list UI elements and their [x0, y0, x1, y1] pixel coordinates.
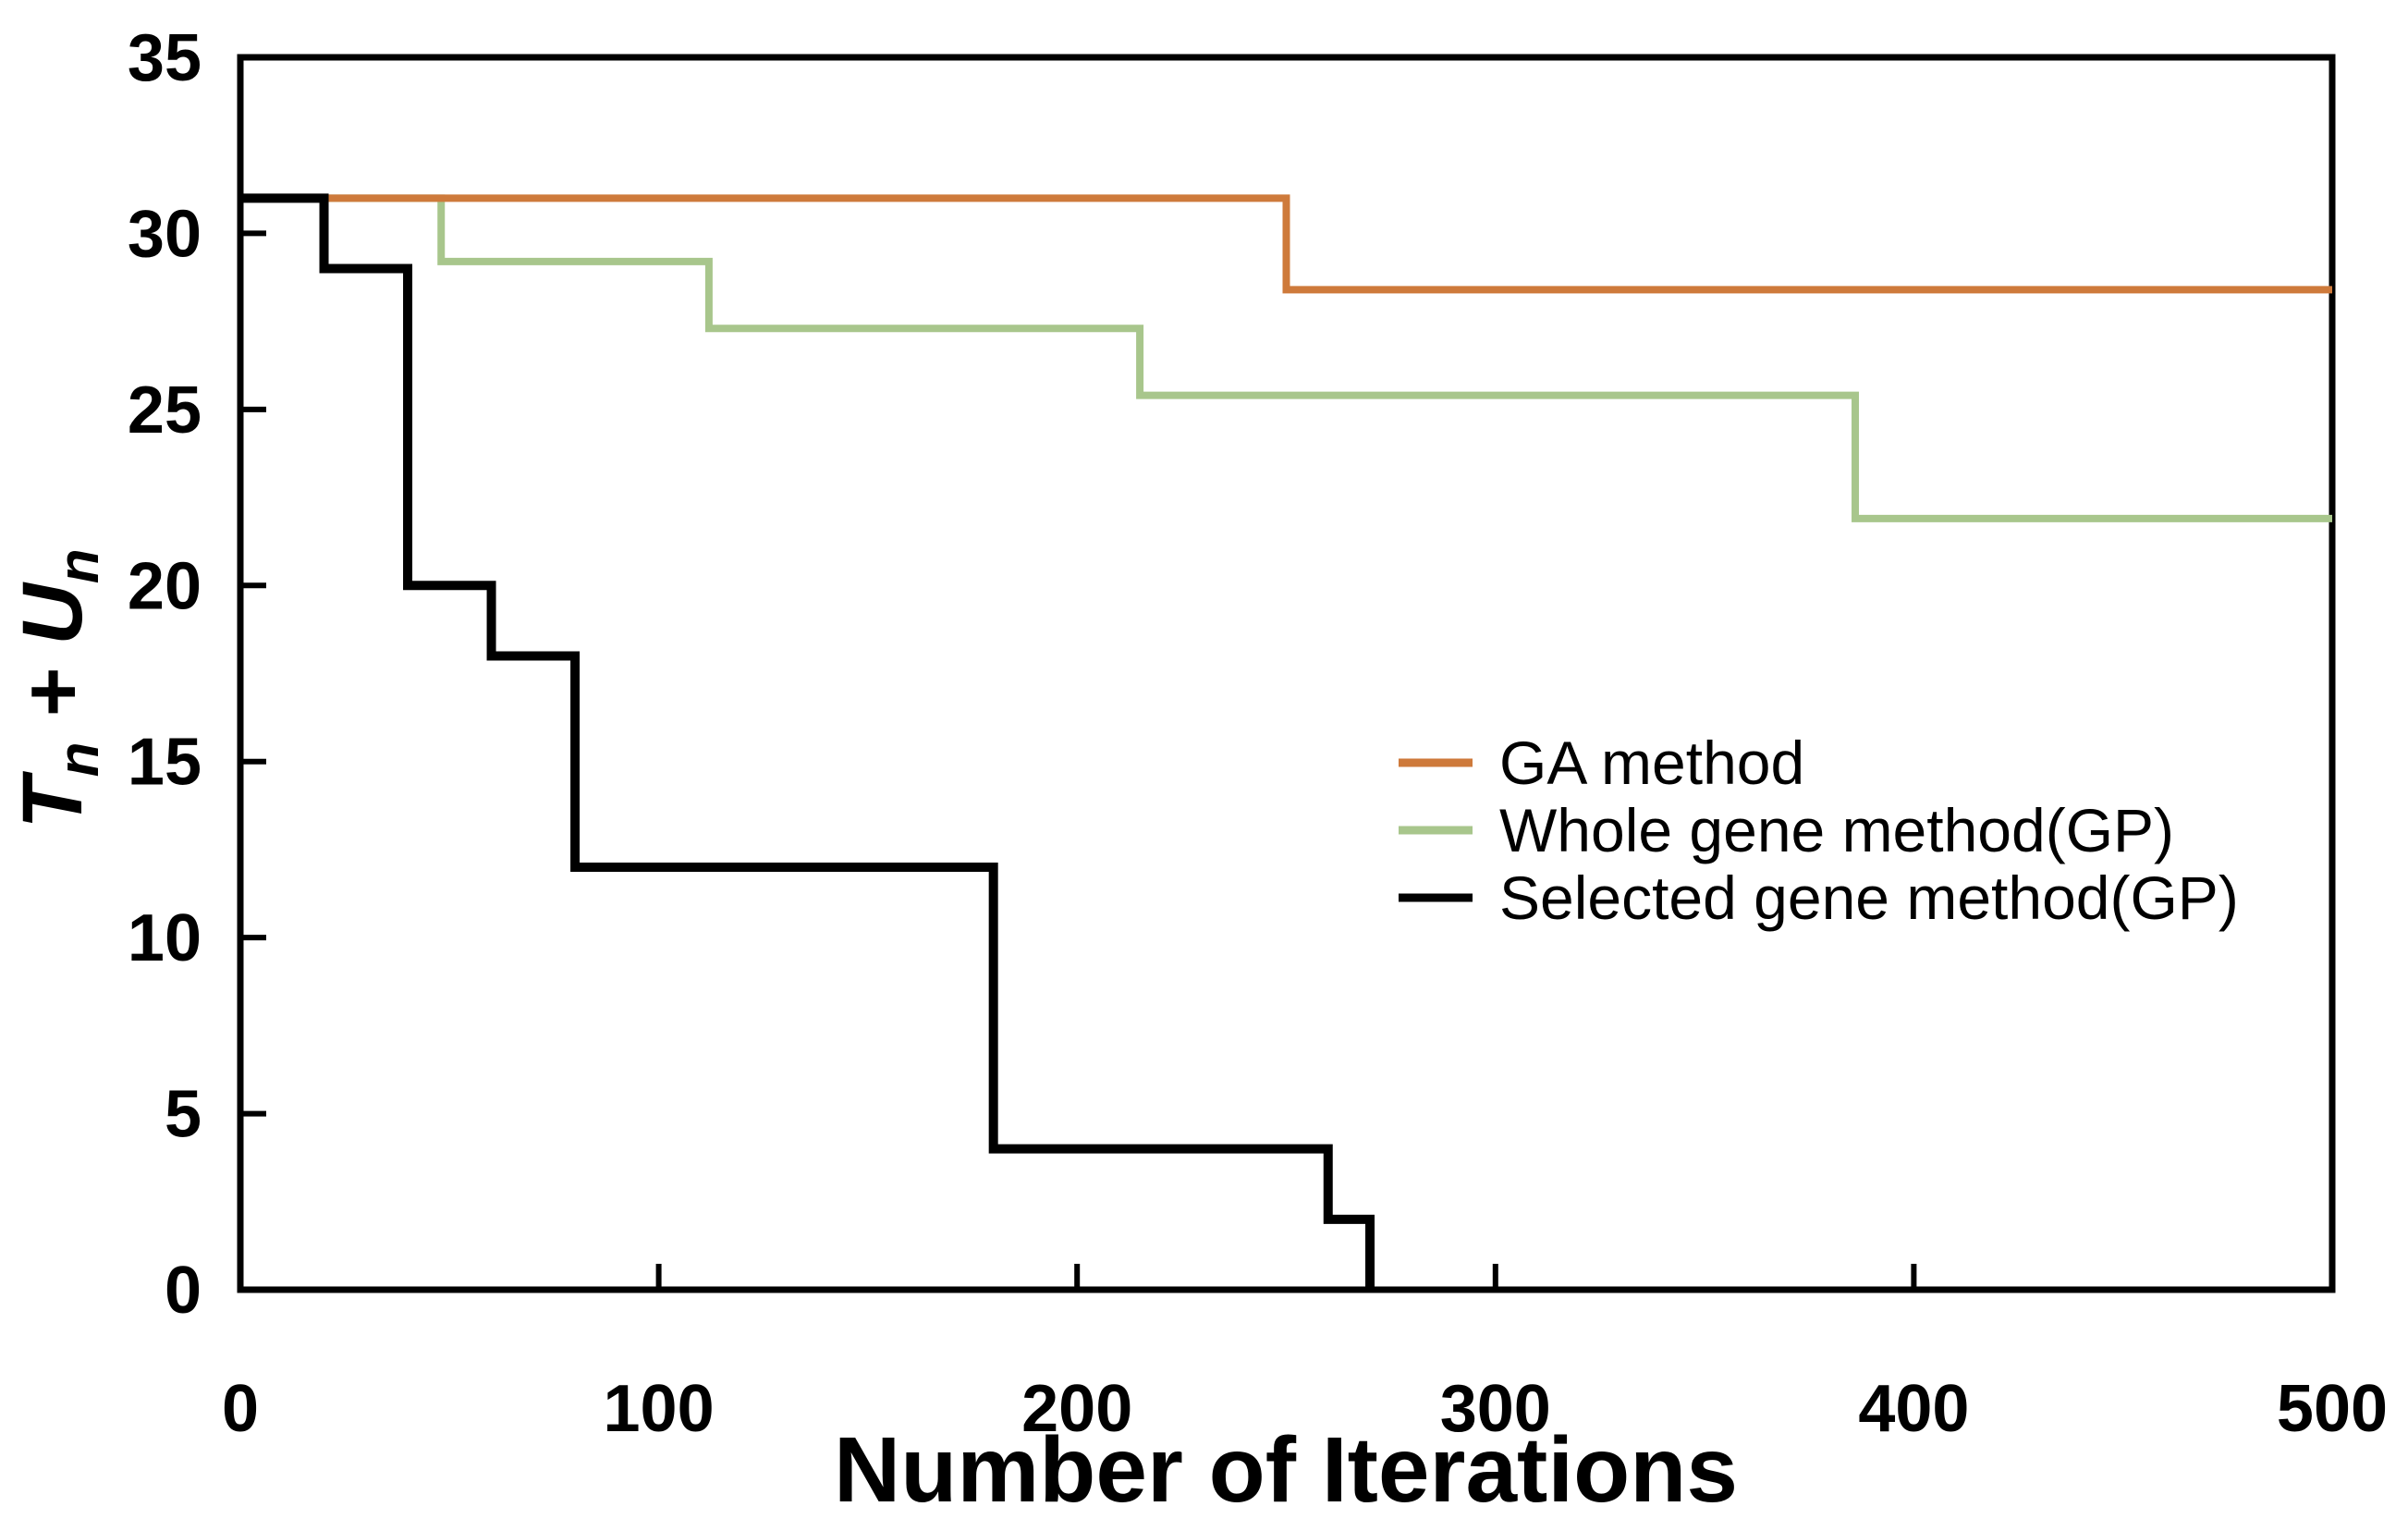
legend-item-selected-gene-method: Selected gene method(GP) [1399, 863, 2239, 932]
x-tick-label: 0 [222, 1372, 259, 1446]
x-tick-label: 300 [1440, 1372, 1551, 1446]
tick-layer: 0 100 200 300 400 500 0 5 10 15 20 25 30 35 [128, 21, 2388, 1446]
x-tick-label: 100 [604, 1372, 715, 1446]
y-title-term2: U [6, 582, 100, 645]
x-axis-title: Number of Iterations [834, 1418, 1738, 1522]
legend-label-selected-gene-method: Selected gene method(GP) [1499, 863, 2239, 932]
legend: GA method Whole gene method(GP) Selected… [1399, 729, 2239, 932]
y-tick-label: 35 [128, 21, 202, 95]
y-tick-label: 30 [128, 197, 202, 271]
legend-label-whole-gene-method: Whole gene method(GP) [1499, 796, 2174, 864]
legend-item-whole-gene-method: Whole gene method(GP) [1399, 796, 2174, 864]
series-line-ga-method [240, 194, 2332, 294]
x-tick-label: 400 [1858, 1372, 1969, 1446]
x-tick-label: 500 [2277, 1372, 2388, 1446]
y-title-operator: + [6, 645, 100, 742]
y-axis-title: Tn + Un [6, 548, 111, 828]
y-tick-label: 5 [165, 1078, 202, 1152]
series-layer [240, 193, 2332, 1290]
y-tick-label: 15 [128, 726, 202, 800]
series-line-whole-gene-method-gp [240, 194, 2332, 522]
y-tick-label: 25 [128, 374, 202, 447]
y-tick-label: 10 [128, 901, 202, 975]
plot-frame [237, 54, 2336, 1293]
y-tick-label: 20 [128, 549, 202, 623]
legend-label-ga-method: GA method [1499, 729, 1804, 797]
y-tick-label: 0 [165, 1254, 202, 1328]
series-line-selected-gene-method-gp [240, 193, 1375, 1290]
y-title-sub2: n [47, 548, 111, 583]
y-title-term1: T [6, 771, 100, 829]
legend-item-ga-method: GA method [1399, 729, 1804, 797]
y-title-sub1: n [47, 742, 111, 778]
x-tick-label: 200 [1021, 1372, 1132, 1446]
